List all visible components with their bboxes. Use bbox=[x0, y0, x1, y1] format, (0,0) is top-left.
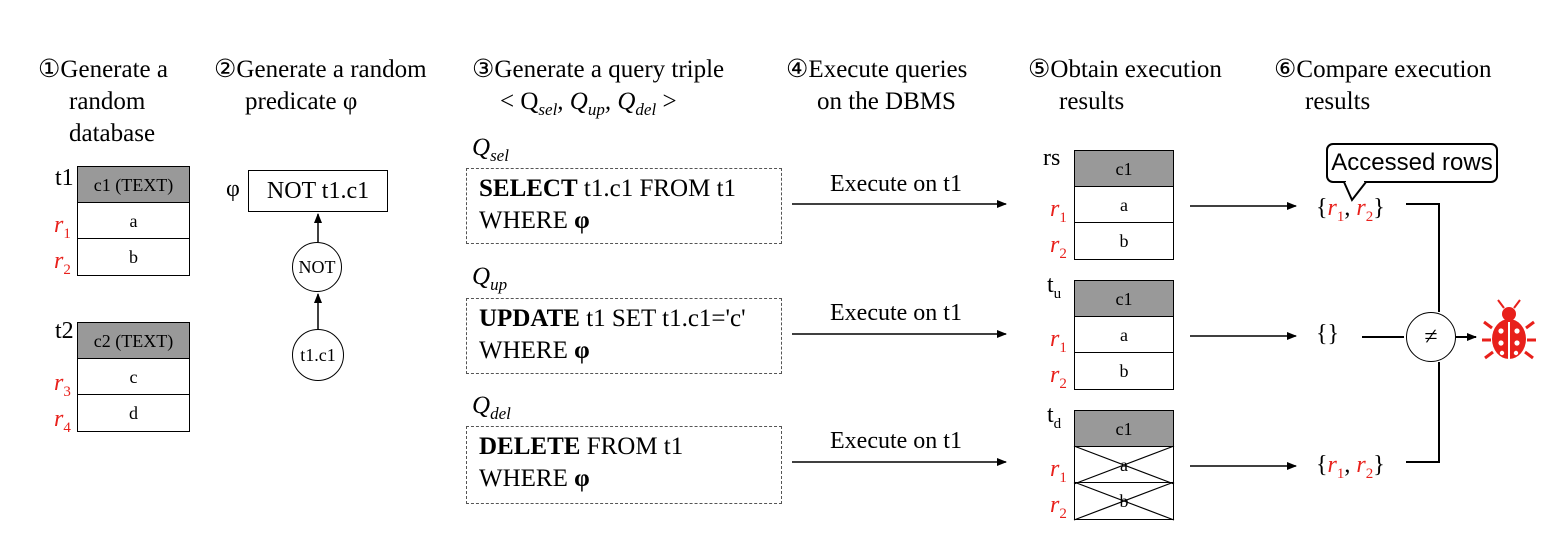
compare-line-top bbox=[1406, 203, 1440, 312]
row-label-r3: r3 bbox=[54, 370, 71, 400]
triple-sub-up: up bbox=[587, 100, 605, 119]
tree-node-not: NOT bbox=[292, 242, 342, 292]
row-label-r1: r1 bbox=[54, 212, 71, 242]
step-4-line-1: Execute queries bbox=[808, 56, 968, 83]
query-del-box: DELETE FROM t1 WHERE φ bbox=[466, 426, 782, 504]
query-up-name: Qup bbox=[472, 263, 508, 294]
result-tu-name: tu bbox=[1047, 272, 1062, 302]
triple-open: < Q bbox=[500, 88, 539, 115]
step-4-number: ④ bbox=[786, 56, 809, 83]
execute-label-up: Execute on t1 bbox=[830, 300, 962, 326]
step-1-heading: ①Generate a random database bbox=[38, 54, 168, 150]
step-2-line-1: Generate a random bbox=[236, 56, 427, 83]
accessed-set-sel: {r1, r2} bbox=[1316, 195, 1385, 225]
step-5-heading: ⑤Obtain execution results bbox=[1028, 54, 1222, 118]
result-td-label-r1: r1 bbox=[1050, 456, 1067, 486]
query-del-line-2: WHERE φ bbox=[479, 465, 590, 492]
table-t1-name: t1 bbox=[55, 165, 74, 191]
step-3-number: ③ bbox=[472, 56, 495, 83]
result-rs-row-1: a bbox=[1074, 186, 1174, 224]
compare-line-bottom bbox=[1406, 362, 1440, 463]
callout-tail bbox=[1343, 181, 1367, 202]
delete-cross-row-2b bbox=[1073, 481, 1175, 521]
result-td-label-r2: r2 bbox=[1050, 492, 1067, 522]
result-tu-row-2: b bbox=[1074, 352, 1174, 390]
result-rs-header: c1 bbox=[1074, 150, 1174, 188]
query-sel-line-2: WHERE φ bbox=[479, 207, 590, 234]
result-rs-label-r2: r2 bbox=[1050, 232, 1067, 262]
step-1-line-2: random bbox=[69, 88, 146, 115]
result-rs-label-r1: r1 bbox=[1050, 196, 1067, 226]
execute-label-sel: Execute on t1 bbox=[830, 171, 962, 197]
triple-sub-sel: sel bbox=[538, 100, 558, 119]
step-1-number: ① bbox=[38, 56, 61, 83]
predicate-expression-box: NOT t1.c1 bbox=[248, 170, 388, 212]
step-6-heading: ⑥Compare execution results bbox=[1274, 54, 1492, 118]
accessed-set-up: {} bbox=[1316, 321, 1340, 347]
triple-close: > bbox=[656, 88, 677, 115]
step-4-line-2: on the DBMS bbox=[817, 88, 956, 115]
result-rs-row-2: b bbox=[1074, 222, 1174, 260]
row-label-r4: r4 bbox=[54, 406, 71, 436]
accessed-set-del: {r1, r2} bbox=[1316, 452, 1385, 482]
triple-sub-del: del bbox=[635, 100, 657, 119]
result-tu-label-r1: r1 bbox=[1050, 326, 1067, 356]
query-del-name: Qdel bbox=[472, 392, 511, 423]
table-t2-header: c2 (TEXT) bbox=[77, 322, 190, 360]
step-5-number: ⑤ bbox=[1028, 56, 1051, 83]
predicate-symbol: φ bbox=[226, 176, 240, 202]
step-1-line-1: Generate a bbox=[60, 56, 168, 83]
step-5-line-1: Obtain execution bbox=[1050, 56, 1222, 83]
step-1-line-3: database bbox=[69, 120, 156, 147]
result-rs-name: rs bbox=[1043, 145, 1061, 171]
result-tu-label-r2: r2 bbox=[1050, 362, 1067, 392]
tree-node-column: t1.c1 bbox=[292, 329, 344, 381]
query-up-line-2: WHERE φ bbox=[479, 337, 590, 364]
query-up-line-1: UPDATE t1 SET t1.c1='c' bbox=[479, 305, 746, 332]
step-6-number: ⑥ bbox=[1274, 56, 1297, 83]
execute-label-del: Execute on t1 bbox=[830, 428, 962, 454]
step-5-line-2: results bbox=[1059, 88, 1125, 115]
query-del-line-1: DELETE FROM t1 bbox=[479, 433, 684, 460]
table-t2-row-2: d bbox=[77, 394, 190, 432]
query-sel-line-1: SELECT t1.c1 FROM t1 bbox=[479, 175, 737, 202]
triple-q-up: , Q bbox=[557, 88, 588, 115]
bug-icon bbox=[1482, 299, 1536, 360]
query-sel-name: Qsel bbox=[472, 134, 509, 165]
delete-cross-row-1b bbox=[1073, 445, 1175, 485]
result-td-header: c1 bbox=[1074, 410, 1174, 448]
step-6-line-1: Compare execution bbox=[1296, 56, 1492, 83]
step-3-heading: ③Generate a query triple < Qsel, Qup, Qd… bbox=[472, 54, 724, 126]
row-label-r2: r2 bbox=[54, 248, 71, 278]
step-2-heading: ②Generate a random predicate φ bbox=[214, 54, 427, 118]
result-td-name: td bbox=[1047, 402, 1062, 432]
result-tu-row-1: a bbox=[1074, 316, 1174, 354]
query-sel-box: SELECT t1.c1 FROM t1 WHERE φ bbox=[466, 168, 782, 244]
table-t2-name: t2 bbox=[55, 318, 74, 344]
step-4-heading: ④Execute queries on the DBMS bbox=[786, 54, 967, 118]
step-6-line-2: results bbox=[1305, 88, 1371, 115]
step-2-line-2: predicate φ bbox=[245, 88, 358, 115]
result-tu-header: c1 bbox=[1074, 280, 1174, 318]
table-t1-header: c1 (TEXT) bbox=[77, 166, 190, 204]
table-t1-row-2: b bbox=[77, 238, 190, 276]
step-3-line-2: < Qsel, Qup, Qdel > bbox=[472, 86, 724, 126]
accessed-rows-callout: Accessed rows bbox=[1326, 143, 1498, 183]
query-up-box: UPDATE t1 SET t1.c1='c' WHERE φ bbox=[466, 298, 782, 374]
step-2-number: ② bbox=[214, 56, 237, 83]
triple-q-del: , Q bbox=[604, 88, 636, 115]
compare-not-equal-node: ≠ bbox=[1406, 312, 1456, 362]
table-t1-row-1: a bbox=[77, 202, 190, 240]
step-3-line-1: Generate a query triple bbox=[494, 56, 725, 83]
table-t2-row-1: c bbox=[77, 358, 190, 396]
